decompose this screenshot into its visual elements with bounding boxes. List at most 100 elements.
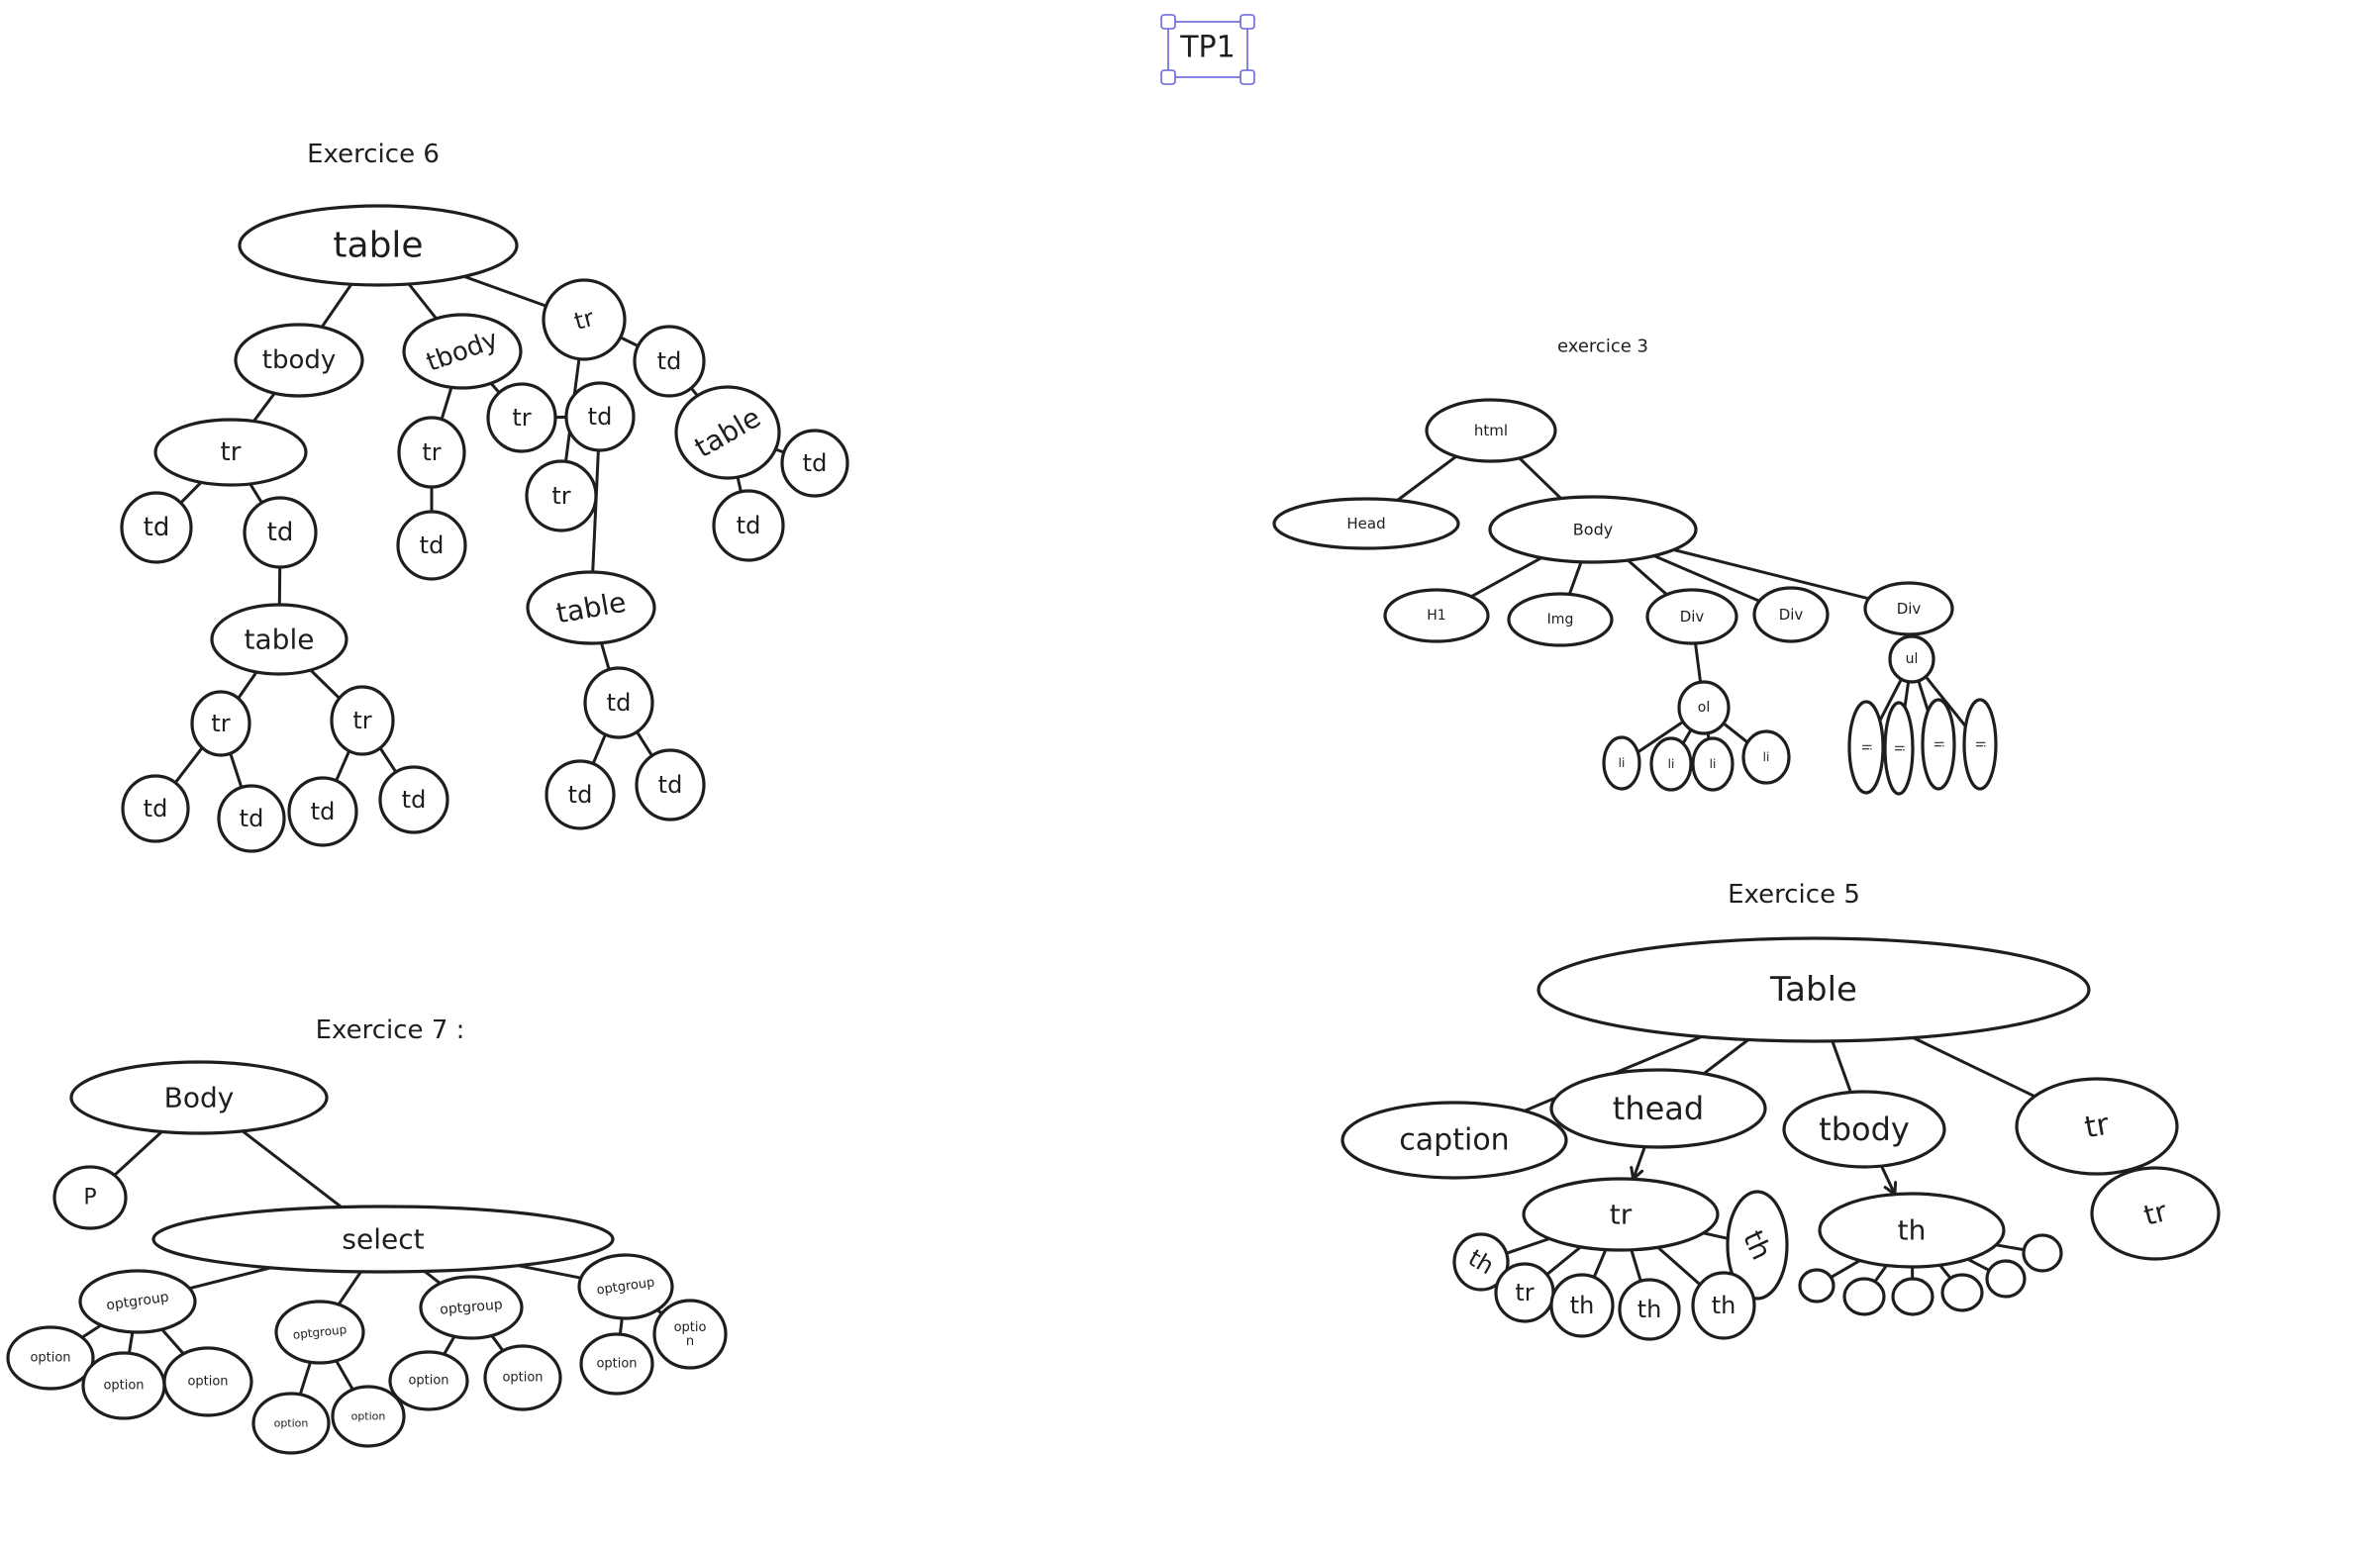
ex6-node-tbody-1[interactable]: tbody	[234, 323, 364, 398]
ex5-node-th-row-2[interactable]: th	[1549, 1273, 1615, 1338]
ex3-node-body-2[interactable]: Body	[1488, 495, 1698, 564]
ex6-node-tr-19[interactable]: tr	[525, 459, 598, 532]
ex6-node-td-6[interactable]: td	[243, 496, 318, 569]
ex6-edge-3-6	[248, 482, 263, 505]
ex3-node-li-14[interactable]: li	[1847, 700, 1885, 795]
ex3-edge-0-2	[1518, 456, 1563, 501]
ex6-node-td-13[interactable]: td	[378, 765, 449, 834]
ex5-node-th-row-4[interactable]: th	[1691, 1271, 1756, 1340]
ex3-node-li-12[interactable]: li	[1741, 729, 1791, 785]
ex6-node-td-11-shape	[217, 784, 286, 853]
ex6-node-td-12[interactable]: td	[287, 776, 358, 847]
ex3-node-ol-8[interactable]: ol	[1677, 680, 1731, 735]
ex6-node-td-15[interactable]: td	[396, 510, 467, 581]
ex5-node-tbody-3[interactable]: tbody	[1782, 1090, 1946, 1169]
ex3-node-img-4[interactable]: Img	[1507, 592, 1614, 647]
ex7-node-option-11-shape	[331, 1385, 406, 1448]
ex6-node-tr-4[interactable]: tr	[542, 278, 627, 361]
ex6-node-table-18[interactable]: table	[526, 570, 656, 645]
ex3-node-h1-3[interactable]: H1	[1383, 588, 1490, 643]
ex5-node-th-row-3[interactable]: th	[1618, 1278, 1681, 1341]
ex3-node-li-17[interactable]: li	[1962, 698, 1998, 791]
ex5-node-thead-2[interactable]: thead	[1549, 1068, 1767, 1149]
ex6-node-td-15-shape	[396, 510, 467, 581]
selected-text-element[interactable]: TP1	[1160, 14, 1255, 85]
ex6-node-tr-9[interactable]: tr	[330, 685, 395, 756]
ex3-node-li-10[interactable]: li	[1649, 736, 1693, 792]
ex7-node-option-14-label: option	[596, 1357, 637, 1372]
ex6-node-td-20[interactable]: td	[583, 666, 654, 739]
ex6-node-table-0[interactable]: table	[238, 204, 519, 287]
ex7-node-optgroup-6[interactable]: optgroup	[577, 1253, 674, 1320]
ex7-node-optgroup-3[interactable]: optgroup	[78, 1269, 197, 1334]
ex6-node-td-22[interactable]: td	[635, 748, 706, 821]
ex7-node-option-9[interactable]: option	[162, 1346, 253, 1417]
ex5-node-empty-cell-3[interactable]	[1940, 1273, 1984, 1312]
ex5-node-tr-7[interactable]: tr	[2090, 1166, 2221, 1261]
ex5-node-caption-1[interactable]: caption	[1340, 1101, 1568, 1180]
ex3-node-div-6[interactable]: Div	[1752, 586, 1830, 643]
ex6-node-td-25[interactable]: td	[712, 489, 785, 562]
ex5-node-empty-cell-1[interactable]	[1842, 1277, 1886, 1316]
ex5-node-th-row-1[interactable]: tr	[1494, 1262, 1555, 1323]
ex5-node-tr-4[interactable]: tr	[2015, 1077, 2179, 1176]
ex6-node-table-24-shape	[674, 385, 781, 480]
ex7-node-select-2[interactable]: select	[151, 1205, 615, 1274]
ex6-node-table-24[interactable]: table	[674, 385, 781, 480]
ex7-node-option-13[interactable]: option	[483, 1344, 562, 1411]
ex7-edge-5-13	[490, 1333, 505, 1353]
ex6-node-td-10[interactable]: td	[121, 774, 190, 843]
ex3-node-li-9[interactable]: li	[1602, 735, 1641, 791]
ex3-node-li-16[interactable]: li	[1921, 698, 1956, 791]
ex6-node-tr-8[interactable]: tr	[190, 690, 251, 757]
ex3-node-ul-13[interactable]: ul	[1888, 634, 1935, 684]
resize-handle-top-right[interactable]	[1240, 14, 1255, 30]
ex6-node-table-7[interactable]: table	[210, 603, 348, 676]
ex7-node-option-8[interactable]: option	[81, 1351, 166, 1420]
ex7-node-option-7[interactable]: option	[6, 1325, 95, 1391]
ex5-node-empty-cell-0[interactable]	[1798, 1268, 1835, 1304]
ex6-node-td-5[interactable]: td	[120, 491, 193, 564]
ex6-node-td-23[interactable]: td	[633, 325, 706, 398]
ex3-node-div-5[interactable]: Div	[1645, 588, 1738, 645]
ex6-node-table-0-label: table	[333, 226, 423, 266]
ex5-node-empty-cell-5[interactable]	[2022, 1233, 2063, 1273]
ex5-node-empty-cell-2[interactable]	[1891, 1277, 1934, 1316]
ex5-node-table-0[interactable]: Table	[1537, 936, 2091, 1043]
resize-handle-bottom-left[interactable]	[1160, 69, 1176, 85]
ex5-node-th-8[interactable]: th	[1726, 1190, 1789, 1301]
resize-handle-bottom-right[interactable]	[1240, 69, 1255, 85]
ex6-node-td-21[interactable]: td	[545, 759, 616, 830]
ex6-node-tr-14[interactable]: tr	[397, 416, 466, 489]
ex3-node-head-1[interactable]: Head	[1272, 497, 1460, 550]
ex5-edge-tr-cell-1	[1873, 1264, 1888, 1284]
ex7-node-option-11[interactable]: option	[331, 1385, 406, 1448]
ex6-node-td-26[interactable]: td	[780, 429, 849, 498]
ex3-node-li-15[interactable]: li	[1883, 701, 1915, 796]
ex3-node-li-15-shape	[1883, 701, 1915, 796]
ex5-node-empty-cell-4[interactable]	[1985, 1259, 2027, 1299]
ex6-node-tbody-2[interactable]: tbody	[402, 313, 523, 390]
ex3-node-div-7[interactable]: Div	[1863, 581, 1954, 636]
ex6-node-td-17[interactable]: td	[564, 381, 636, 452]
ex7-node-body-0[interactable]: Body	[69, 1060, 329, 1135]
ex5-node-th-6[interactable]: th	[1818, 1192, 2006, 1269]
ex6-node-tr-16[interactable]: tr	[486, 382, 557, 453]
ex6-node-tr-3[interactable]: tr	[153, 418, 308, 487]
ex7-node-optgroup-4[interactable]: optgroup	[274, 1300, 365, 1365]
ex5-node-th-row-2-shape	[1549, 1273, 1615, 1338]
ex7-node-option-12[interactable]: option	[388, 1350, 469, 1411]
ex7-node-option-14[interactable]: option	[579, 1332, 654, 1396]
ex3-node-html-0[interactable]: html	[1425, 398, 1557, 463]
ex7-node-optgroup-5[interactable]: optgroup	[419, 1275, 524, 1340]
ex7-node-option-10[interactable]: option	[251, 1392, 331, 1455]
ex5-node-tr-5[interactable]: tr	[1522, 1177, 1720, 1252]
ex6-node-td-23-shape	[633, 325, 706, 398]
ex3-node-li-11[interactable]: li	[1691, 736, 1735, 792]
ex6-node-td-11[interactable]: td	[217, 784, 286, 853]
resize-handle-top-left[interactable]	[1160, 14, 1176, 30]
ex5-node-th-row-0[interactable]: th	[1452, 1232, 1510, 1292]
ex7-node-p-1[interactable]: P	[52, 1165, 128, 1230]
